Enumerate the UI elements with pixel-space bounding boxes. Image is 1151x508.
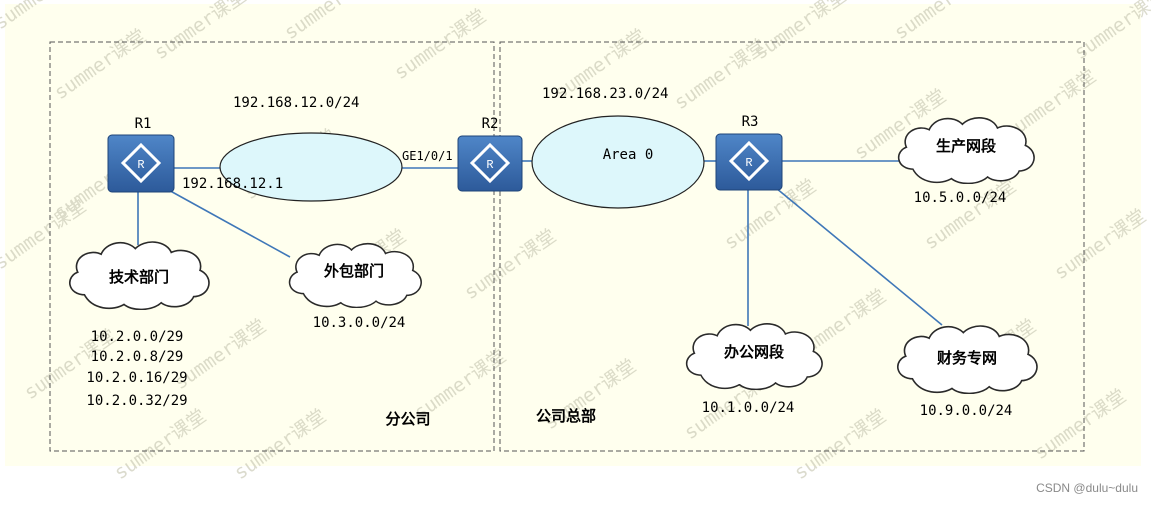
- router-r3[interactable]: R: [715, 133, 783, 191]
- outsource-subnet: 10.3.0.0/24: [313, 315, 406, 331]
- ospf-area-label: Area 0: [603, 147, 654, 163]
- router-glyph: R: [745, 156, 752, 170]
- router-icon: [120, 142, 162, 184]
- link-lines: [137, 160, 943, 326]
- cloud-office-label: 办公网段: [724, 343, 784, 361]
- ospf-area-segment: [531, 115, 705, 209]
- office-subnet: 10.1.0.0/24: [702, 400, 795, 416]
- branch-zone-label: 分公司: [385, 410, 430, 428]
- router-r2-label: R2: [482, 116, 499, 132]
- segment-r1-r2-network: 192.168.12.0/24: [233, 95, 359, 111]
- tech-subnet: 10.2.0.32/29: [86, 393, 187, 409]
- cloud-production-label: 生产网段: [936, 137, 996, 155]
- tech-subnet: 10.2.0.8/29: [91, 349, 184, 365]
- r2-interface-label: GE1/0/1: [402, 149, 453, 163]
- tech-subnet: 10.2.0.16/29: [86, 370, 187, 386]
- csdn-credit: CSDN @dulu~dulu: [1036, 481, 1138, 495]
- cloud-tech-label: 技术部门: [109, 268, 169, 286]
- cloud-outsource-label: 外包部门: [323, 262, 384, 280]
- finance-subnet: 10.9.0.0/24: [920, 403, 1013, 419]
- segment-r1-r2: [219, 132, 403, 202]
- router-icon: [469, 142, 511, 184]
- cloud-finance-label: 财务专网: [937, 349, 997, 367]
- segment-r2-r3-network: 192.168.23.0/24: [542, 86, 668, 102]
- router-r1-label: R1: [135, 116, 152, 132]
- router-r1[interactable]: R: [107, 134, 175, 193]
- link-r3-finance: [775, 187, 943, 326]
- branch-zone-border: [49, 41, 495, 452]
- tech-subnet: 10.2.0.0/29: [91, 329, 184, 345]
- production-subnet: 10.5.0.0/24: [914, 190, 1007, 206]
- router-icon: [728, 140, 770, 182]
- router-glyph: R: [486, 158, 493, 172]
- router-r3-label: R3: [742, 114, 759, 130]
- hq-zone-border: [499, 41, 1085, 452]
- router-r2[interactable]: R: [457, 135, 523, 192]
- link-r1-outsource: [164, 187, 291, 258]
- r1-interface-ip: 192.168.12.1: [182, 176, 283, 192]
- router-glyph: R: [137, 158, 144, 172]
- hq-zone-label: 公司总部: [536, 407, 596, 425]
